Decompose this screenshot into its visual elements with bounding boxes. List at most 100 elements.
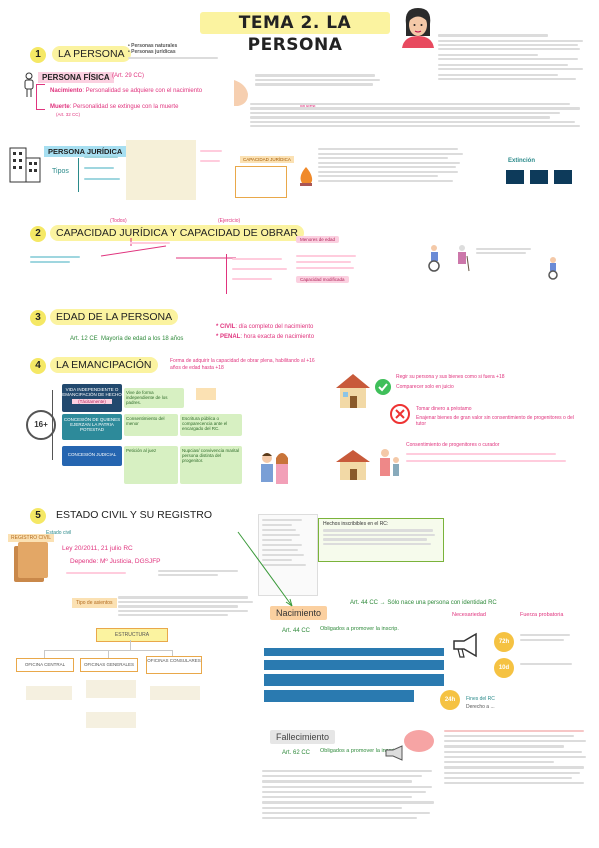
tipos-label: Tipos — [52, 168, 69, 175]
s4-row-2-label: CONCESIÓN DE QUIENES EJERZAN LA PATRIA P… — [62, 414, 122, 440]
s2-right-notes — [476, 248, 536, 254]
s5-tipos: Tipo de asientos — [72, 598, 117, 608]
s4-row-1-note: (Tácitamente) — [72, 399, 112, 404]
section-1-number: 1 — [30, 47, 46, 63]
s5-tipos-notes — [118, 596, 258, 616]
s1-intro-b: Personas jurídicas — [131, 49, 176, 55]
mother-child-icon — [380, 449, 399, 476]
nac-sub: Obligados a promover la inscrip. — [320, 626, 399, 632]
s5-green-arrow — [237, 531, 293, 607]
nac-art: Art. 44 CC — [282, 628, 311, 634]
persona-fisica-label: PERSONA FÍSICA — [38, 72, 114, 83]
s4-row-1-desc: Vive de forma independiente de los padre… — [124, 388, 184, 408]
s3-penal-text: : hora exacta de nacimiento — [240, 334, 315, 340]
s4-row-2-desc: Consentimiento del menor — [124, 414, 178, 436]
s4-right-cd: Tomar dinero a préstamo Enajenar bienes … — [416, 406, 576, 427]
s3-text: Mayoría de edad a los 18 años — [101, 336, 184, 342]
avatar-icon — [402, 8, 434, 48]
s3-civil: * CIVIL: día completo del nacimiento — [216, 324, 313, 330]
s5-top-right: Art. 44 CC → Sólo nace una persona con i… — [350, 600, 497, 606]
hechos-box: Hechos inscribibles en el RC: — [318, 518, 444, 562]
fall-notes — [262, 770, 442, 819]
s4-right-ab: Regir su persona y sus bienes como si fu… — [396, 374, 576, 390]
badge-10d: 10d — [494, 658, 514, 678]
registro-folder-front — [18, 542, 48, 578]
s5-list-box — [258, 514, 318, 596]
fall-art: Art. 62 CC — [282, 750, 311, 756]
megaphone-icon-2 — [385, 745, 403, 761]
s5-mid-notes-2 — [158, 570, 248, 576]
section-2-number: 2 — [30, 226, 46, 242]
s4-right-a: Regir su persona y sus bienes como si fu… — [396, 374, 505, 380]
fire-icon — [300, 167, 313, 186]
section-3-number: 3 — [30, 310, 46, 326]
section-5-title: ESTADO CIVIL Y SU REGISTRO — [50, 507, 218, 523]
generales-desc — [86, 680, 136, 698]
derecho-text: Derecho a ... — [466, 704, 495, 710]
juridica-doc-block — [126, 140, 196, 200]
ext-box-1 — [506, 170, 524, 184]
s1-fisica-notes — [255, 74, 385, 86]
s5-estado: Estado civil — [46, 530, 72, 536]
nacimiento-row: Nacimiento: Personalidad se adquiere con… — [50, 88, 202, 94]
check-icon — [375, 379, 391, 395]
s3-line: Art. 12 CE Mayoría de edad a los 18 años — [70, 336, 183, 342]
baby-bump-icon — [234, 80, 248, 106]
s5-tree-line-3 — [44, 650, 45, 658]
red-badge — [404, 730, 434, 752]
s2-tag-2: Capacidad modificada — [296, 276, 349, 283]
house-icon — [336, 450, 370, 480]
page-title: TEMA 2. LA PERSONA — [238, 13, 352, 55]
extincion-label: Extinción — [508, 158, 536, 164]
s4-row-1-tag — [196, 388, 216, 400]
section-2-title: CAPACIDAD JURÍDICA Y CAPACIDAD DE OBRAR — [50, 225, 304, 241]
couple-icon — [261, 453, 288, 484]
nacimiento-text: : Personalidad se adquiere con el nacimi… — [82, 88, 203, 94]
s2-ejercicio-list — [232, 258, 292, 280]
s5-tree-line-1 — [130, 640, 131, 650]
central-desc — [26, 686, 72, 700]
s5-depende: Depende: Mº Justicia, DGSJFP — [70, 558, 161, 565]
s3-civil-text: : día completo del nacimiento — [235, 324, 314, 330]
s2-sub-a: (Todos) — [110, 218, 127, 224]
s1-right-text — [438, 34, 588, 80]
s4-right-b: Comparecer solo en juicio — [396, 384, 454, 390]
s4-row-3-desc: Petición al juez — [124, 446, 178, 484]
nac-bar-3 — [264, 674, 444, 686]
consulares-desc — [150, 686, 200, 700]
ext-box-2 — [530, 170, 548, 184]
s5-right-tag: Necesariedad — [452, 612, 486, 618]
s5-right-tag2: Fuerza probatoria — [520, 612, 564, 618]
section-5-number: 5 — [30, 508, 46, 524]
s4-right-d: Enajenar bienes de gran valor sin consen… — [416, 415, 574, 427]
s1-juridica-notes — [318, 148, 468, 182]
persona-fisica-art: (Art. 29 CC) — [112, 73, 145, 79]
house-check-icon — [336, 374, 370, 408]
fallecimiento-title: Fallecimiento — [270, 730, 336, 744]
s3-penal-label: * PENAL — [216, 334, 241, 340]
age-badge: 16+ — [26, 410, 56, 440]
s5-estructura: ESTRUCTURA — [96, 628, 168, 642]
fines-title: Fines del RC — [466, 696, 495, 702]
badge-72h: 72h — [494, 632, 514, 652]
s1-intro-a: Personas naturales — [131, 43, 178, 49]
s2-tag-1: Menores de edad — [296, 236, 340, 243]
nac-bar-4 — [264, 690, 414, 702]
s2-bracket — [226, 254, 287, 294]
title-highlight: TEMA 2. LA PERSONA — [200, 12, 390, 55]
s4-row-2-desc2: Escritura pública o comparecencia ante e… — [180, 414, 242, 436]
oficina-central: OFICINA CENTRAL — [16, 658, 74, 672]
building-icon — [9, 147, 41, 183]
persona-juridica-label: PERSONA JURÍDICA — [44, 146, 127, 157]
wheelchair-icon — [428, 245, 440, 272]
section-4-title: LA EMANCIPACIÓN — [50, 357, 158, 373]
s4-row-1-label-text: VIDA INDEPENDIENTE O EMANCIPACIÓN DE HEC… — [62, 387, 122, 397]
capacidad-inner — [235, 166, 287, 198]
s2-tag-notes — [296, 255, 358, 269]
badge-24h: 24h — [440, 690, 460, 710]
s4-row-3-desc2: Nupcias/ convivencia marital persona dis… — [180, 446, 242, 484]
s4-intro: Forma de adquirir la capacidad de obrar … — [170, 358, 315, 371]
oficinas-consulares: OFICINAS CONSULARES — [146, 656, 202, 674]
s4-bracket — [52, 390, 61, 460]
ext-box-3 — [554, 170, 572, 184]
